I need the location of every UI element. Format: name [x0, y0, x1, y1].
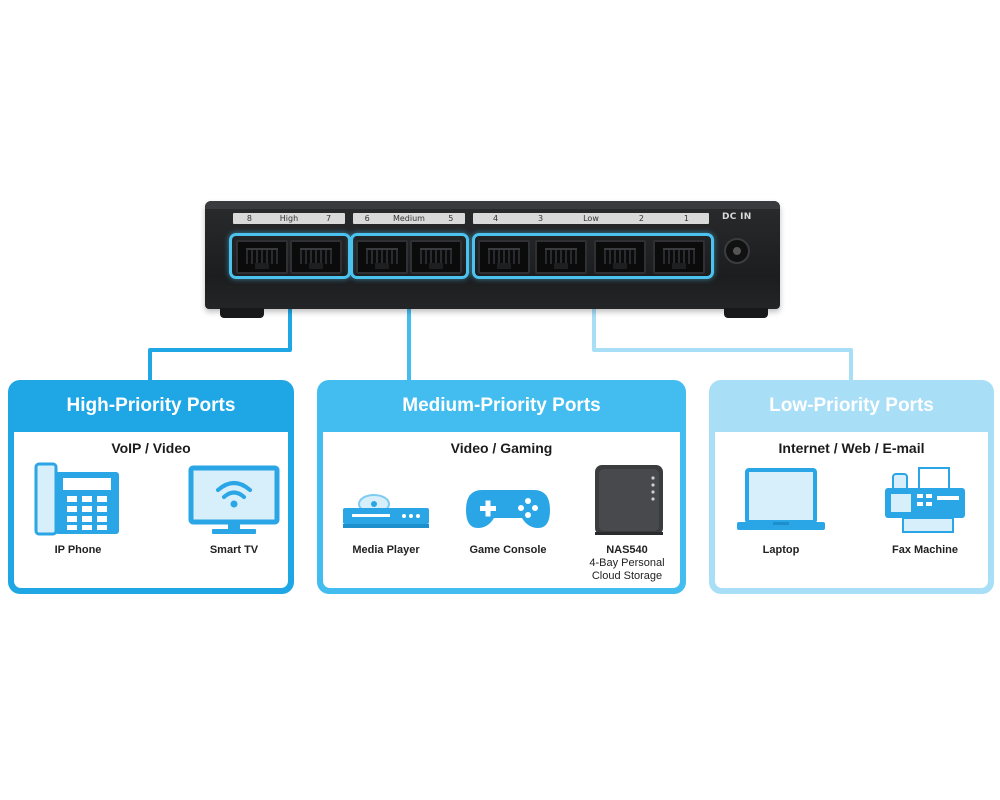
port-number-8: 8: [246, 214, 252, 223]
device-label: Game Console: [469, 544, 547, 556]
card-body: Internet / Web / E-mail Laptop: [715, 432, 988, 588]
medium-priority-card: Medium-Priority Ports Video / Gaming Med…: [317, 380, 686, 594]
port-group-low: [472, 233, 714, 279]
dc-in-jack: [724, 238, 750, 264]
card-title: Low-Priority Ports: [769, 395, 934, 416]
ip-phone-icon: [34, 462, 119, 536]
switch-foot-right: [724, 308, 768, 318]
ethernet-port-7: [290, 240, 342, 274]
port-number-4: 4: [492, 214, 499, 223]
game-console-icon: [466, 490, 550, 528]
device-smart-tv: Smart TV: [174, 462, 294, 557]
card-subtitle: VoIP / Video: [111, 440, 191, 456]
device-sublabel: 4-Bay Personal: [589, 557, 665, 569]
port-number-2: 2: [638, 214, 644, 223]
device-laptop: Laptop: [721, 462, 841, 557]
device-label: Laptop: [762, 544, 800, 556]
switch-foot-left: [220, 308, 264, 318]
ethernet-port-1: [653, 240, 705, 274]
device-label: Fax Machine: [891, 544, 959, 556]
device-nas540: NAS540 4-Bay Personal Cloud Storage: [567, 462, 686, 583]
strip-label-low: Low: [583, 214, 599, 223]
device-game-console: Game Console: [448, 462, 568, 557]
card-title: High-Priority Ports: [66, 395, 236, 416]
fax-machine-icon: [885, 467, 965, 533]
device-label: IP Phone: [54, 544, 102, 556]
card-body: Video / Gaming Media Player: [323, 432, 680, 588]
port-number-3: 3: [538, 214, 544, 223]
connector-low: [592, 281, 853, 382]
port-number-5: 5: [448, 214, 454, 223]
card-body: VoIP / Video IP Phone: [14, 432, 288, 588]
laptop-icon: [737, 468, 825, 530]
label-strip-medium: 6 Medium 5: [353, 213, 465, 224]
label-strip-low: 4 3 Low 2 1: [473, 213, 709, 224]
port-group-medium: [350, 233, 469, 279]
ethernet-port-5: [410, 240, 462, 274]
port-group-high: [229, 233, 351, 279]
ethernet-port-3: [535, 240, 587, 274]
connector-high: [148, 281, 292, 382]
dc-in-label: DC IN: [722, 212, 752, 222]
device-media-player: Media Player: [326, 462, 446, 557]
port-number-6: 6: [364, 214, 370, 223]
media-player-icon: [343, 494, 429, 528]
low-priority-card: Low-Priority Ports Internet / Web / E-ma…: [709, 380, 994, 594]
device-label: Smart TV: [209, 544, 259, 556]
high-priority-card: High-Priority Ports VoIP / Video IP Phon…: [8, 380, 294, 594]
port-number-1: 1: [683, 214, 689, 223]
ethernet-port-6: [356, 240, 408, 274]
device-label: Media Player: [352, 544, 420, 556]
port-number-7: 7: [325, 214, 332, 223]
device-sublabel: Cloud Storage: [591, 570, 663, 582]
device-ip-phone: IP Phone: [18, 462, 138, 557]
nas-icon: [595, 465, 663, 535]
smart-tv-icon: [188, 465, 280, 534]
ethernet-port-8: [236, 240, 288, 274]
device-fax-machine: Fax Machine: [865, 462, 985, 557]
label-strip-high: 8 High 7: [233, 213, 345, 224]
ethernet-port-2: [594, 240, 646, 274]
switch-top-edge: [205, 201, 780, 209]
card-subtitle: Internet / Web / E-mail: [778, 440, 925, 456]
ethernet-port-4: [478, 240, 530, 274]
card-subtitle: Video / Gaming: [450, 440, 553, 456]
card-title: Medium-Priority Ports: [402, 395, 601, 416]
strip-label-medium: Medium: [392, 214, 425, 223]
device-label: NAS540: [606, 544, 648, 556]
strip-label-high: High: [279, 214, 299, 223]
